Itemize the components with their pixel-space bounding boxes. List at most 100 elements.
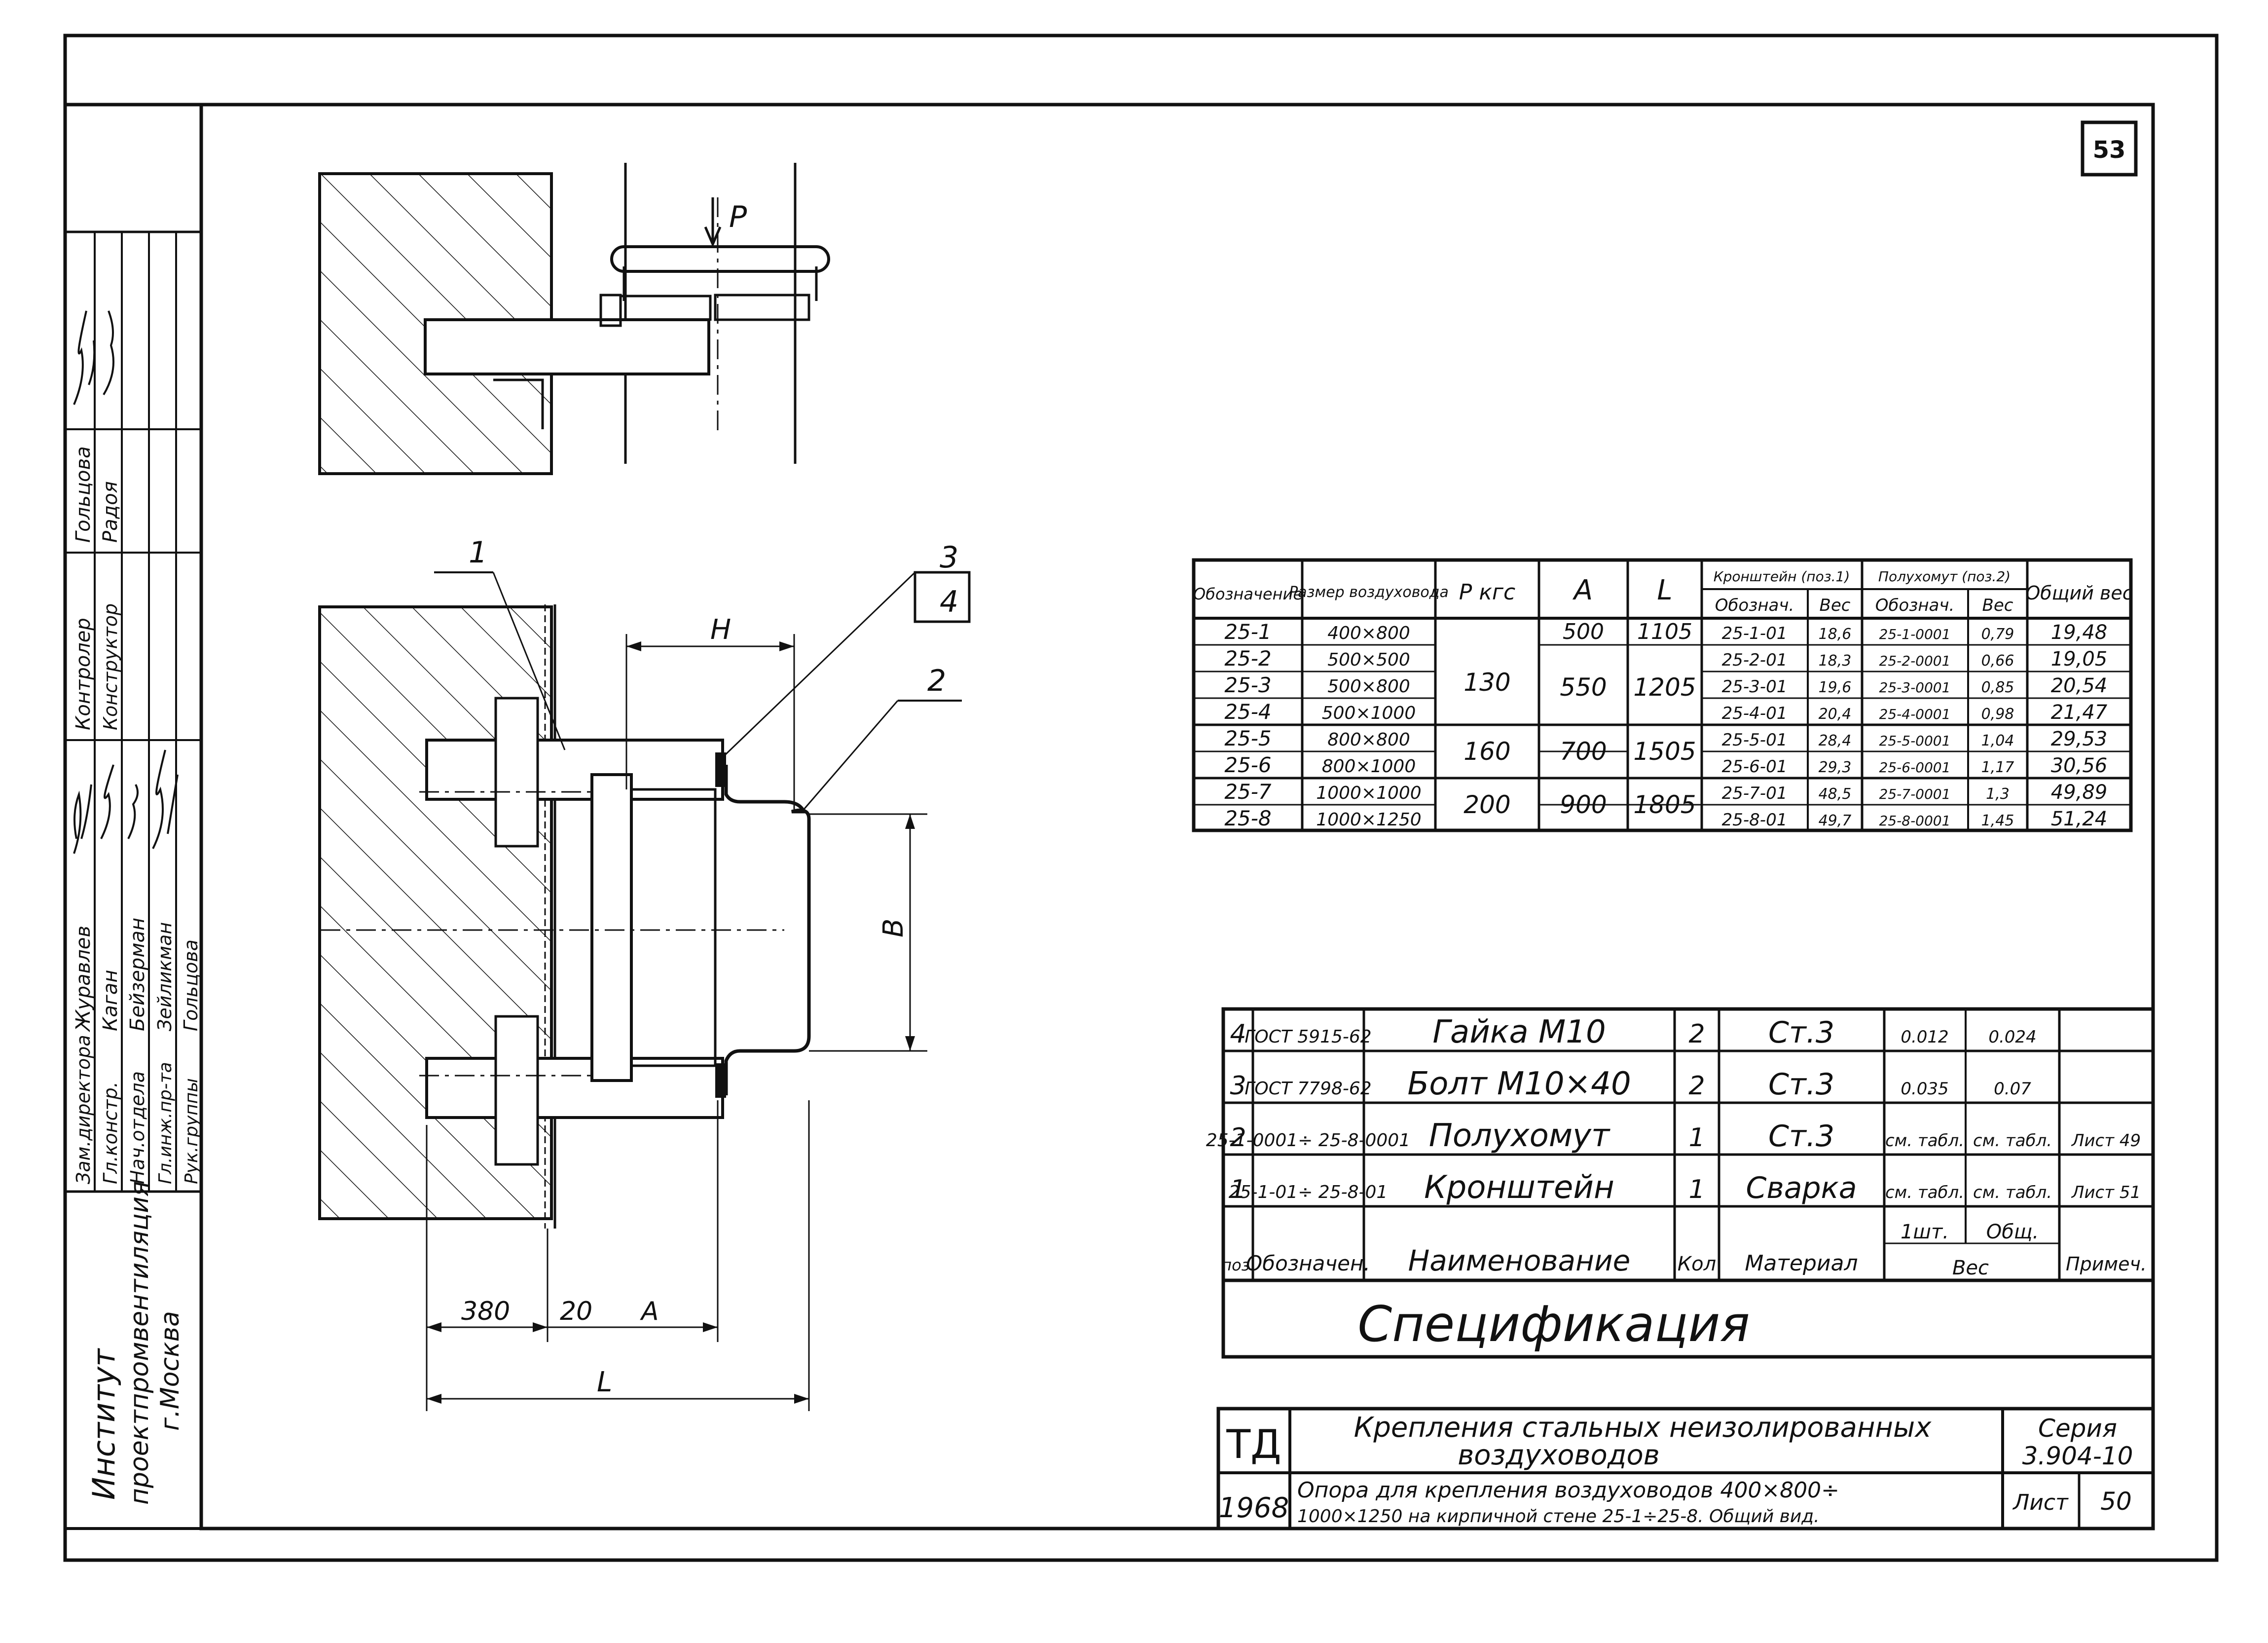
dim-table-header-bracket: Кронштейн (поз.1) [1714, 568, 1850, 585]
role-4: Гл.инж.пр-та [155, 1062, 176, 1184]
dim-table-cell: 25-5 [1224, 726, 1271, 750]
dim-table-cell: 25-3-01 [1722, 677, 1788, 697]
dim-table-cell: 1000×1000 [1316, 783, 1421, 803]
dim-table-cell: 800×1000 [1322, 756, 1416, 777]
bracket-upper [425, 739, 724, 801]
callout-4: 4 [940, 585, 958, 619]
spec-table-cell: 4 [1230, 1019, 1246, 1049]
spec-table-cell: Ст.3 [1768, 1067, 1834, 1102]
spec-table-cell: Кронштейн [1424, 1169, 1614, 1206]
spec-header-weight: Вес [1952, 1257, 1989, 1279]
dim-table-cell: 0,85 [1981, 679, 2014, 696]
spec-table-cell: см. табл. [1885, 1183, 1964, 1202]
dim-table-p-2: 160 [1463, 737, 1510, 766]
spec-table-cell: Сварка [1746, 1171, 1857, 1205]
spec-table-cell: ГОСТ 7798-62 [1244, 1079, 1371, 1099]
spec-table-cell: 0.07 [1994, 1079, 2031, 1099]
top-view: P [318, 163, 830, 475]
spec-table-cell: 25-1-01÷ 25-8-01 [1229, 1182, 1388, 1202]
dim-table-cell: 800×800 [1327, 730, 1410, 750]
callouts: 1 3 4 2 [434, 535, 971, 810]
dim-table-cell: 20,54 [2051, 674, 2108, 697]
dim-table-a-3: 700 [1560, 737, 1607, 766]
dim-table-cell: 25-6-01 [1722, 757, 1788, 777]
role-2: Гл.констр. [100, 1082, 121, 1184]
spec-header-designation: Обозначен. [1246, 1251, 1370, 1275]
spec-table-cell: Ст.3 [1768, 1015, 1834, 1050]
dimension-380-label: 380 [461, 1297, 510, 1326]
spec-header-qty: Кол [1678, 1253, 1716, 1275]
bracket-lower [425, 1057, 724, 1119]
dim-table-header-l: L [1657, 574, 1672, 606]
dim-table-cell: 49,7 [1819, 812, 1852, 829]
spec-header-name: Наименование [1408, 1244, 1631, 1277]
spec-header-pos: поз. [1221, 1256, 1255, 1274]
dim-table-cell: 19,48 [2051, 621, 2108, 644]
dim-table-l-1: 1105 [1637, 619, 1692, 644]
dim-table-cell: 1,45 [1981, 812, 2014, 829]
dim-table-sub-2: Вес [1820, 596, 1851, 615]
name-top-1: Гольцова [72, 446, 95, 543]
institute-line-2: проектпромвентиляция [125, 1181, 154, 1505]
role-5: Рук.группы [182, 1078, 202, 1184]
spec-table-cell: 3 [1230, 1071, 1246, 1101]
spec-table-cell: см. табл. [1973, 1131, 2052, 1151]
role-top-1: Контролер [72, 618, 95, 730]
dim-table-cell: 500×800 [1327, 676, 1410, 697]
name-5: Гольцова [180, 939, 202, 1031]
dim-table-cell: 0,66 [1981, 652, 2014, 670]
dim-table-cell: 49,89 [2051, 781, 2108, 804]
dim-table-header-p: P кгс [1459, 580, 1515, 605]
callout-1: 1 [469, 535, 487, 570]
dim-table-cell: 25-4-0001 [1879, 706, 1951, 722]
spec-table-cell: 1 [1230, 1175, 1246, 1204]
dim-table-cell: 18,3 [1819, 652, 1852, 670]
dim-table-p-1: 130 [1463, 668, 1510, 697]
name-3: Бейзерман [126, 918, 149, 1031]
signature-3 [127, 784, 139, 839]
spec-table-cell: 1 [1688, 1175, 1705, 1204]
half-clamp [724, 765, 811, 1095]
dim-table-cell: 1,3 [1986, 785, 2010, 803]
spec-table-cell: ГОСТ 5915-62 [1244, 1027, 1371, 1047]
dim-table-l-3: 1505 [1633, 737, 1696, 766]
dim-table-cell: 25-1-01 [1722, 624, 1788, 643]
dim-table-cell: 25-8-01 [1722, 810, 1788, 830]
dim-table-cell: 500×500 [1327, 650, 1410, 670]
dim-table-cell: 25-3 [1224, 673, 1271, 697]
specification-table: поз. Обозначен. Наименование Кол Материа… [1206, 1007, 2155, 1359]
dim-table-cell: 1,04 [1981, 732, 2014, 749]
spec-header-total-weight: Общ. [1986, 1221, 2039, 1243]
spec-table-cell: Болт М10×40 [1407, 1066, 1631, 1102]
tb-title-line-2: воздуховодов [1458, 1439, 1660, 1471]
dim-table-cell: 51,24 [2051, 808, 2108, 830]
dim-table-cell: 25-2-01 [1722, 650, 1788, 670]
dim-table-a-2: 550 [1560, 673, 1607, 702]
dim-table-cell: 20,4 [1819, 706, 1852, 723]
spec-title: Спецификация [1357, 1295, 1750, 1353]
dimension-L-label: L [597, 1366, 612, 1398]
tb-title-line-1: Крепления стальных неизолированных [1354, 1412, 1932, 1444]
dimension-H-label: H [710, 614, 731, 646]
dim-table-cell: 25-5-0001 [1879, 733, 1951, 749]
name-1: Журавлев [72, 926, 95, 1033]
dim-table-cell: 19,6 [1819, 679, 1852, 696]
section-view [318, 604, 811, 1229]
signature-5 [73, 310, 96, 405]
dim-table-l-2: 1205 [1633, 673, 1696, 702]
dim-table-cell: 0,79 [1981, 626, 2014, 643]
spec-table-cell: 0.024 [1988, 1027, 2036, 1047]
dim-table-cell: 29,3 [1819, 759, 1852, 776]
spec-table-cell: 2 [1688, 1019, 1705, 1049]
dimension-table: Обозначение Размер воздуховода P кгс A L… [1192, 558, 2133, 832]
spec-table-cell: 1 [1688, 1123, 1705, 1153]
dim-table-a-4: 900 [1560, 790, 1607, 819]
tb-year: 1968 [1219, 1492, 1289, 1524]
dim-table-cell: 25-3-0001 [1879, 679, 1951, 696]
spec-table-cell: см. табл. [1973, 1183, 2052, 1202]
load-label: P [729, 200, 747, 234]
spec-table-cell: Лист 51 [2071, 1183, 2141, 1202]
tb-code: ТД [1226, 1421, 1281, 1467]
